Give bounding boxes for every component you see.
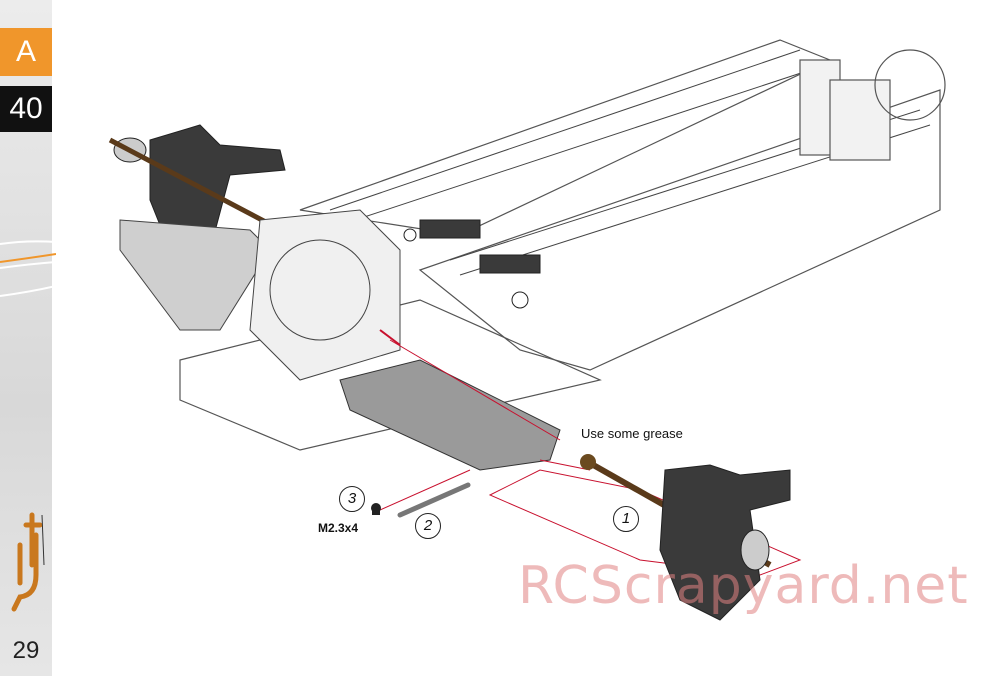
- callout-lines: [379, 339, 802, 576]
- right-upright: [659, 464, 791, 621]
- motor-mount: [799, 49, 946, 161]
- watermark-text: RCScrapyard.net: [518, 556, 969, 616]
- hinge-pin: [397, 482, 471, 518]
- grease-note: Use some grease: [581, 426, 683, 441]
- rear-suspension-arm: [339, 359, 561, 471]
- part-number-3: 3: [339, 486, 365, 512]
- front-bulkhead: [249, 209, 401, 381]
- arrow-indicator: [379, 329, 401, 346]
- swoosh-decoration-icon: [0, 240, 56, 297]
- serpent-logo-icon: [11, 512, 45, 612]
- steering-bellcrank: [403, 219, 541, 309]
- screw-size-label: M2.3x4: [318, 521, 359, 535]
- part-number-1: 1: [613, 506, 639, 532]
- section-letter-badge: A: [0, 28, 52, 76]
- assembly-diagram: [108, 39, 946, 621]
- front-suspension-arm: [119, 219, 271, 331]
- part-number-2: 2: [415, 513, 441, 539]
- screw-part: [371, 503, 381, 515]
- sidebar: A 40 29: [0, 0, 56, 676]
- step-number-badge: 40: [0, 86, 52, 132]
- page-number: 29: [12, 637, 40, 664]
